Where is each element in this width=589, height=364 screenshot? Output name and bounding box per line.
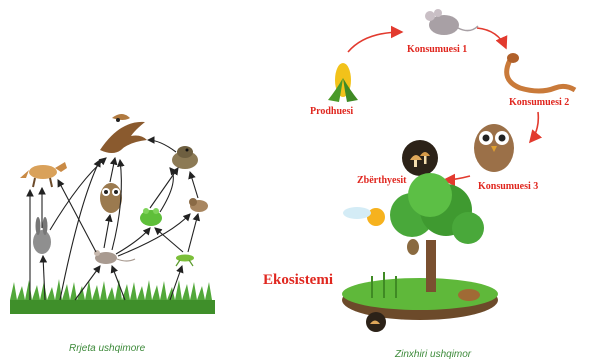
ecosystem-label: Ekosistemi <box>263 272 333 289</box>
food-web-arrows <box>30 140 198 300</box>
food-web <box>10 114 215 314</box>
food-chain <box>328 9 575 332</box>
owl-icon <box>407 239 419 255</box>
mouse-icon <box>425 9 478 35</box>
food-web-caption: Rrjeta ushqimore <box>69 343 145 354</box>
decomposers-label: Zbërthyesit <box>357 175 406 186</box>
snake-icon <box>507 53 575 91</box>
grass-strip <box>10 279 215 314</box>
mouse-icon <box>94 250 135 264</box>
mushroom-icon <box>366 312 386 332</box>
snake-icon <box>172 146 198 169</box>
ecosystem-scene <box>342 173 498 332</box>
owl-icon <box>100 183 122 213</box>
grasshopper-icon <box>176 255 194 267</box>
owl-icon <box>474 124 514 172</box>
corn-icon <box>328 63 358 102</box>
sparrow-icon <box>189 198 208 212</box>
mushroom-icon <box>402 140 438 176</box>
consumer-2-label: Konsumuesi 2 <box>509 97 569 108</box>
tree-icon <box>390 173 484 292</box>
hawk-icon <box>100 114 147 153</box>
frog-icon <box>140 208 162 226</box>
producer-label: Prodhuesi <box>310 106 353 117</box>
food-chain-caption: Zinxhiri ushqimor <box>395 349 471 360</box>
consumer-3-label: Konsumuesi 3 <box>478 181 538 192</box>
fox-icon <box>458 289 480 301</box>
consumer-1-label: Konsumuesi 1 <box>407 44 467 55</box>
